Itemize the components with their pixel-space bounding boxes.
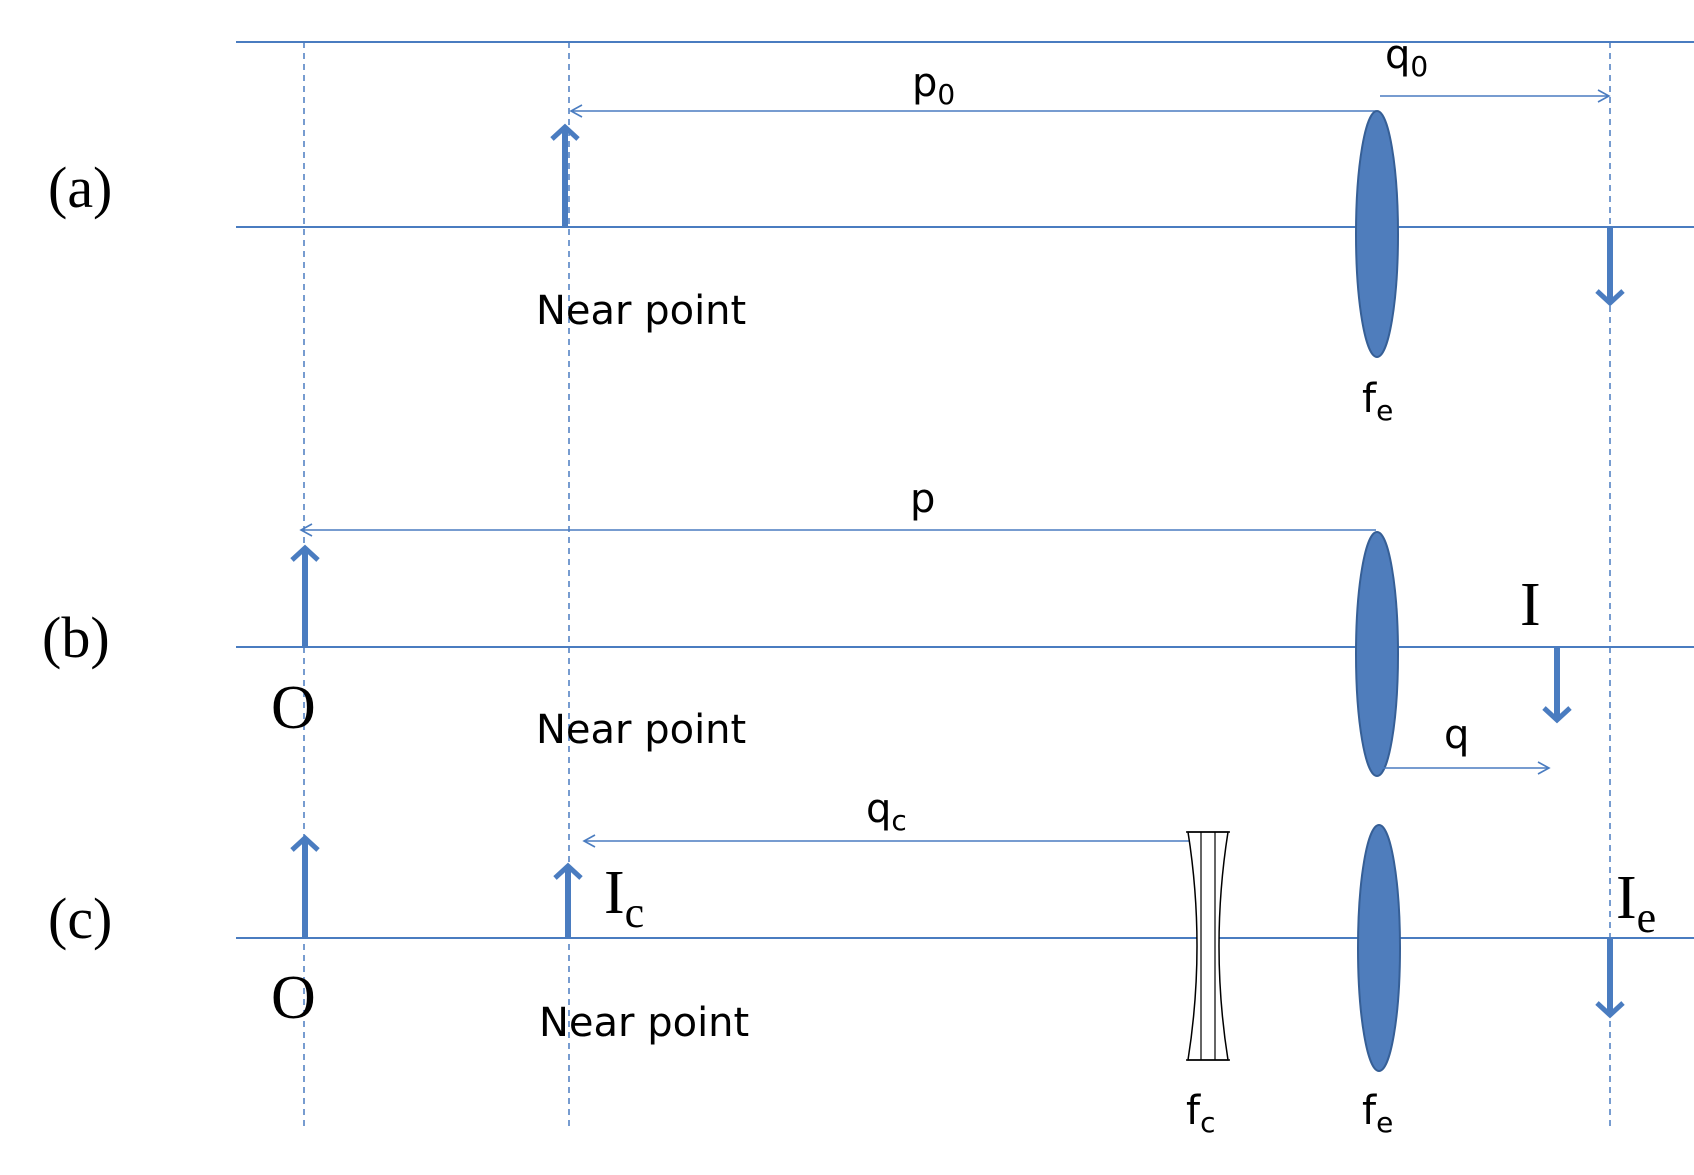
object-label-c: O	[271, 964, 316, 1032]
object-label-b: O	[271, 674, 316, 742]
q-label: q	[1444, 712, 1469, 758]
near-point-label-a: Near point	[536, 288, 746, 334]
panel-b-label: (b)	[42, 605, 110, 670]
corrective-focal-label: fc	[1186, 1088, 1216, 1139]
eyepiece-lens-b	[1355, 531, 1399, 777]
near-point-label-b: Near point	[536, 707, 746, 753]
panel-c-label: (c)	[48, 886, 112, 951]
eyepiece-lens-c	[1357, 824, 1401, 1072]
eyepiece-lens-a	[1355, 110, 1399, 358]
panel-a: (a) Near point p0 q0 fe	[48, 32, 1694, 427]
near-point-label-c: Near point	[539, 1000, 749, 1046]
qc-label: qc	[866, 786, 907, 837]
eyepiece-focal-label-a: fe	[1362, 376, 1393, 427]
image-label-b: I	[1520, 571, 1541, 639]
panel-c: (c) O Ic Near point qc fc fe Ie	[48, 786, 1694, 1139]
ic-label: Ic	[604, 859, 644, 937]
eyepiece-focal-label-c: fe	[1362, 1088, 1393, 1139]
corrective-concave-lens	[1186, 831, 1230, 1061]
ie-label: Ie	[1616, 864, 1656, 942]
panel-b: (b) O Near point p I q	[42, 476, 1694, 777]
q0-label: q0	[1385, 32, 1428, 83]
p0-label: p0	[912, 60, 955, 111]
panel-a-label: (a)	[48, 155, 112, 220]
p-label: p	[910, 476, 935, 522]
